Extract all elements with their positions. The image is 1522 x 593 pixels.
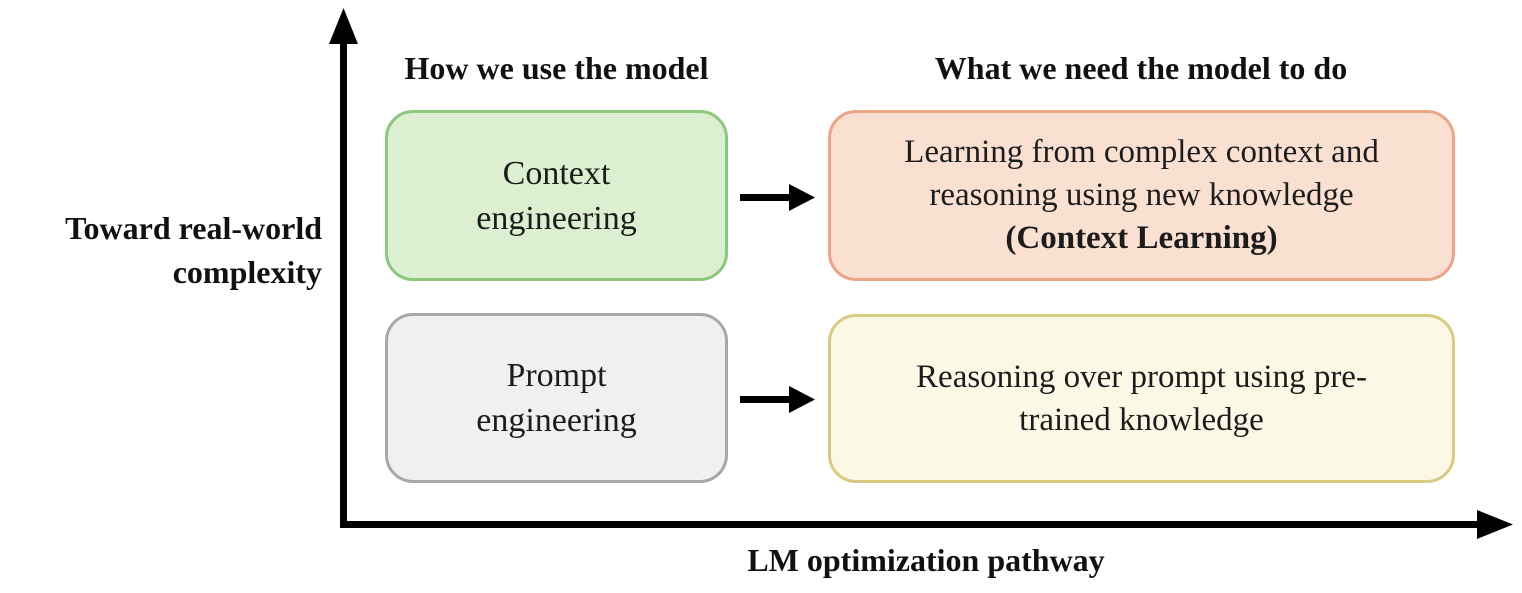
box-pretrained-reasoning: Reasoning over prompt using pre- trained… [828, 314, 1455, 483]
y-axis-arrow [329, 8, 358, 524]
x-axis-arrow [340, 510, 1513, 539]
box-prompt-engineering-line1: Prompt [506, 357, 607, 394]
x-axis-label: LM optimization pathway [747, 542, 1105, 578]
box-context-engineering-line2: engineering [476, 199, 637, 237]
y-axis-label-line1: Toward real-world [65, 210, 322, 246]
box-context-engineering: Context engineering [385, 110, 728, 281]
column-header-how-we-use: How we use the model [404, 50, 709, 86]
box-prompt-engineering: Prompt engineering [385, 313, 728, 483]
box-context-learning-line3: (Context Learning) [1005, 220, 1278, 256]
column-header-what-we-need: What we need the model to do [934, 50, 1348, 86]
flow-arrow-bottom [740, 386, 815, 413]
y-axis-label-line2: complexity [172, 254, 322, 290]
box-context-engineering-line1: Context [502, 154, 611, 192]
flow-arrow-top [740, 184, 815, 211]
box-context-learning: Learning from complex context and reason… [828, 110, 1455, 281]
box-pretrained-reasoning-line2: trained knowledge [1019, 401, 1264, 438]
box-context-learning-line2: reasoning using new knowledge [929, 177, 1354, 213]
box-prompt-engineering-line2: engineering [476, 402, 637, 439]
box-pretrained-reasoning-line1: Reasoning over prompt using pre- [916, 358, 1367, 395]
y-axis-label: Toward real-world complexity [0, 206, 322, 294]
box-context-learning-line1: Learning from complex context and [904, 134, 1379, 170]
